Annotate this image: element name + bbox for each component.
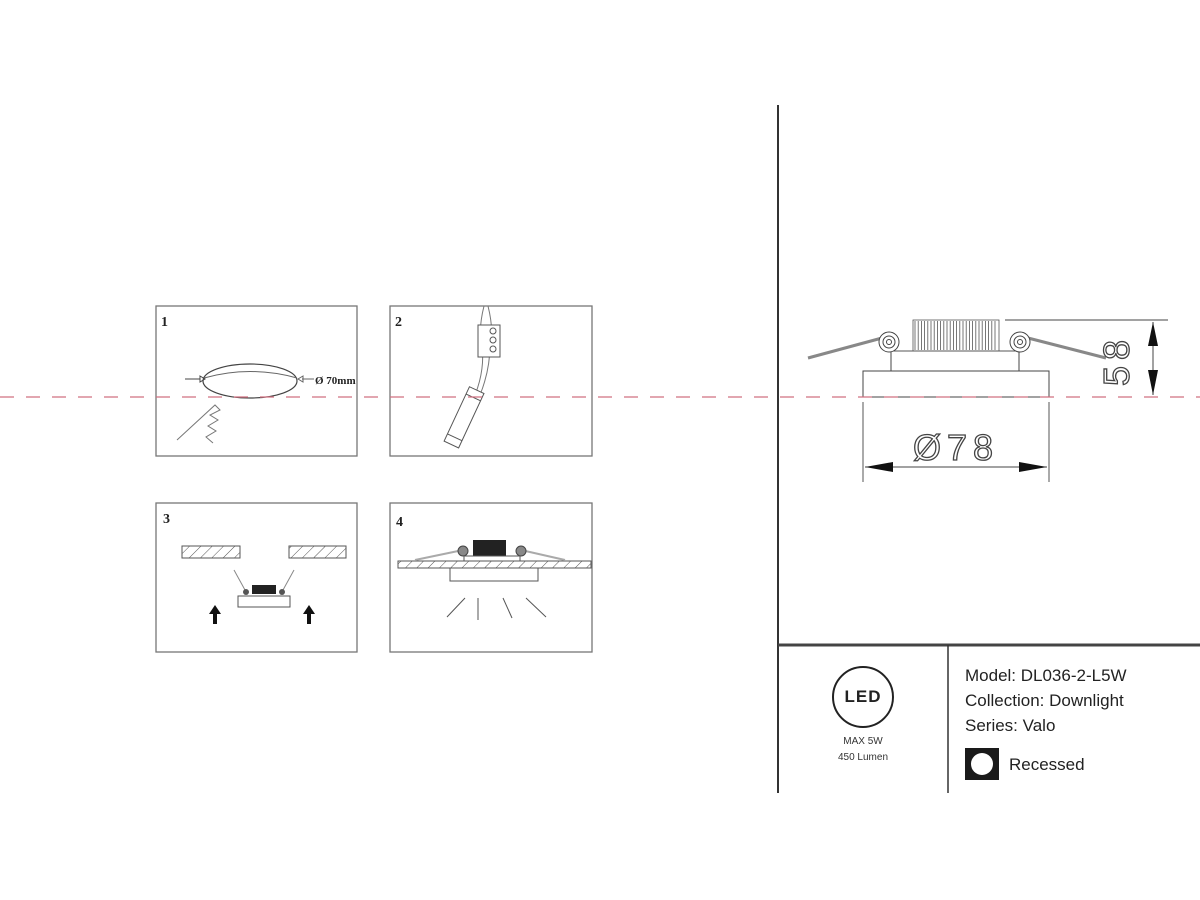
mounting-label: Recessed [1009,754,1085,774]
step-4-panel: 4 [389,502,593,653]
ceiling-section [288,545,347,559]
product-info: Model: DL036-2-L5W Collection: Downlight… [965,663,1127,738]
ceiling-section [397,560,592,569]
saw-icon [176,404,221,444]
led-spec: LED MAX 5W 450 Lumen [780,650,946,766]
ceiling-section [181,545,241,559]
hole-size-label: Ø 70mm [315,375,356,387]
lumen: 450 Lumen [837,752,889,763]
step-1-panel: 1 Ø 70mm [155,305,358,457]
collection: Collection: Downlight [965,691,1124,710]
cutout-hole [202,363,298,399]
driver-box [443,386,485,449]
downlight-unit [449,567,539,582]
dimension-drawing: Ø78 58 [807,319,1168,482]
diameter-label: Ø78 [913,427,999,468]
light-rays-icon [446,597,547,620]
step-3-panel: 3 [155,502,358,653]
mounting-type: Recessed [965,748,1085,780]
series: Series: Valo [965,716,1056,735]
lamp-body [862,370,1050,398]
step-number: 1 [161,315,168,330]
arrow-up-icon [303,605,315,624]
model: Model: DL036-2-L5W [965,666,1127,685]
max-power: MAX 5W [843,736,883,747]
height-label: 58 [1096,334,1137,386]
step-number: 4 [396,515,403,530]
step-2-panel: 2 [389,305,593,457]
step-number: 3 [163,512,170,527]
step-number: 2 [395,315,402,330]
terminal-block [477,324,501,358]
led-badge-icon: LED [832,666,894,728]
heatsink [912,319,1000,352]
downlight-unit [237,595,291,608]
recessed-icon [965,748,999,780]
arrow-up-icon [209,605,221,624]
